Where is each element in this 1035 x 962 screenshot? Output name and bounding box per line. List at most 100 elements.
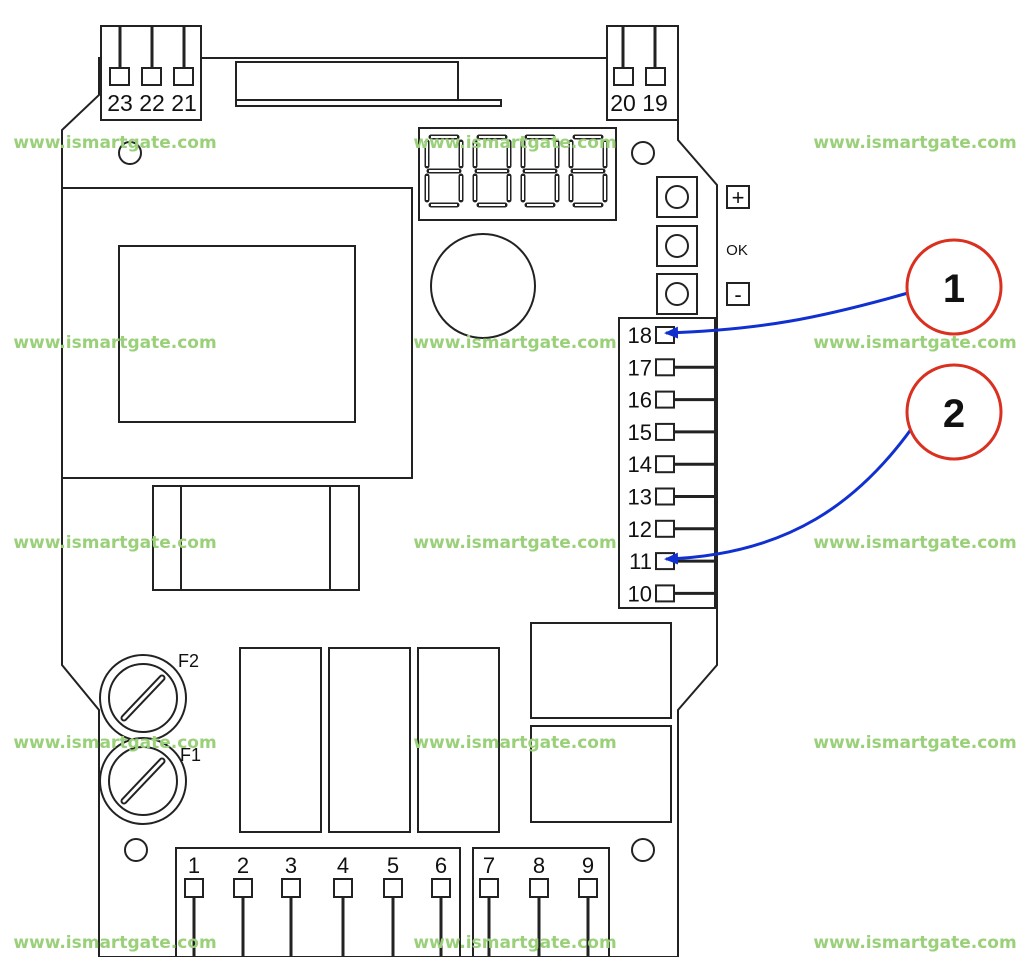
display-digit bbox=[472, 134, 512, 208]
watermark-text: www.ismartgate.com bbox=[813, 733, 1016, 753]
callout-circle-2 bbox=[905, 363, 1003, 461]
terminal-pad bbox=[655, 487, 675, 506]
bottom-terminal-label: 2 bbox=[237, 853, 249, 878]
fuse-f2 bbox=[99, 654, 187, 742]
callout-label-1: 1 bbox=[943, 267, 965, 311]
bottom-terminal-8: 8 bbox=[529, 853, 549, 957]
program-button-plus[interactable] bbox=[656, 176, 698, 218]
transformer-core bbox=[118, 245, 356, 423]
relay-small bbox=[530, 622, 672, 719]
minus-label: - bbox=[734, 282, 741, 307]
terminal-pad bbox=[479, 878, 499, 898]
side-terminal-12: 12 bbox=[628, 517, 716, 542]
display-digits bbox=[424, 134, 608, 208]
watermark-text: www.ismartgate.com bbox=[13, 333, 216, 353]
terminal-pad bbox=[655, 390, 675, 409]
ok-label: OK bbox=[726, 242, 748, 259]
terminal-pad bbox=[655, 584, 675, 603]
terminal-label-21: 21 bbox=[171, 90, 197, 116]
callout-label-2: 2 bbox=[943, 392, 965, 436]
watermark-text: www.ismartgate.com bbox=[813, 333, 1016, 353]
terminal-pad bbox=[184, 878, 204, 898]
side-terminal-15: 15 bbox=[628, 420, 716, 445]
connector-top-right-pins bbox=[613, 26, 666, 86]
plus-label: + bbox=[732, 185, 745, 210]
terminal-label-23: 23 bbox=[107, 90, 133, 116]
mounting-hole bbox=[631, 838, 655, 862]
side-terminal-label: 18 bbox=[628, 323, 652, 348]
relay bbox=[328, 647, 411, 833]
bottom-terminal-2: 2 bbox=[233, 853, 253, 957]
connector-top-left-pins bbox=[109, 26, 194, 86]
bottom-terminal-5: 5 bbox=[383, 853, 403, 957]
display-digit bbox=[424, 134, 464, 208]
watermark-text: www.ismartgate.com bbox=[813, 133, 1016, 153]
fuse-label-f1: F1 bbox=[180, 745, 201, 765]
watermark-text: www.ismartgate.com bbox=[13, 733, 216, 753]
terminal-pad bbox=[281, 878, 301, 898]
component-top-block bbox=[235, 61, 459, 101]
terminal-pad bbox=[655, 422, 675, 441]
bottom-terminal-label: 6 bbox=[435, 853, 447, 878]
bottom-terminal-9: 9 bbox=[578, 853, 598, 957]
display-digit bbox=[568, 134, 608, 208]
side-terminal-label: 10 bbox=[628, 581, 652, 606]
program-button-minus[interactable] bbox=[656, 273, 698, 315]
watermark-text: www.ismartgate.com bbox=[413, 333, 616, 353]
side-terminal-10: 10 bbox=[628, 581, 716, 606]
terminal-pad bbox=[233, 878, 253, 898]
bottom-terminal-label: 8 bbox=[533, 853, 545, 878]
transformer bbox=[61, 187, 413, 479]
side-terminal-label: 17 bbox=[628, 355, 652, 380]
bottom-terminal-7: 7 bbox=[479, 853, 499, 957]
watermark-text: www.ismartgate.com bbox=[413, 733, 616, 753]
terminal-pad bbox=[383, 878, 403, 898]
watermark-text: www.ismartgate.com bbox=[813, 533, 1016, 553]
callout-circle-1 bbox=[905, 238, 1003, 336]
side-terminal-label: 11 bbox=[629, 549, 652, 574]
side-terminal-17: 17 bbox=[628, 355, 716, 380]
side-terminal-label: 12 bbox=[628, 517, 652, 542]
terminal-pad bbox=[431, 878, 451, 898]
buzzer bbox=[430, 233, 536, 339]
fuse-label-f2: F2 bbox=[178, 651, 199, 671]
mounting-hole bbox=[631, 141, 655, 165]
callout-arrow-2 bbox=[664, 427, 914, 565]
bottom-terminal-4: 4 bbox=[333, 853, 353, 957]
display-digit bbox=[520, 134, 560, 208]
side-terminal-18: 18 bbox=[628, 323, 675, 348]
capacitor bbox=[152, 485, 360, 591]
terminal-label-22: 22 bbox=[139, 90, 165, 116]
terminal-pad bbox=[655, 455, 675, 474]
watermark-text: www.ismartgate.com bbox=[413, 133, 616, 153]
side-terminal-14: 14 bbox=[628, 452, 716, 477]
terminal-pad bbox=[529, 878, 549, 898]
bottom-terminal-label: 7 bbox=[483, 853, 495, 878]
watermark-text: www.ismartgate.com bbox=[13, 133, 216, 153]
bottom-terminal-label: 5 bbox=[387, 853, 399, 878]
watermark-text: www.ismartgate.com bbox=[13, 533, 216, 553]
terminal-pad bbox=[578, 878, 598, 898]
program-button-ok[interactable] bbox=[656, 225, 698, 267]
bottom-terminal-label: 4 bbox=[337, 853, 349, 878]
terminal-label-20: 20 bbox=[610, 90, 636, 116]
terminal-pad bbox=[333, 878, 353, 898]
watermark-text: www.ismartgate.com bbox=[13, 933, 216, 953]
bottom-terminal-6: 6 bbox=[431, 853, 451, 957]
relay bbox=[417, 647, 500, 833]
terminal-pad bbox=[655, 358, 675, 377]
fuse-f1 bbox=[99, 737, 187, 825]
mounting-hole bbox=[118, 141, 142, 165]
bottom-terminal-label: 9 bbox=[582, 853, 594, 878]
component-top-strip bbox=[235, 99, 502, 107]
terminal-label-19: 19 bbox=[642, 90, 668, 116]
watermark-text: www.ismartgate.com bbox=[413, 933, 616, 953]
side-terminal-label: 14 bbox=[628, 452, 652, 477]
side-terminal-label: 13 bbox=[628, 485, 652, 510]
side-terminal-16: 16 bbox=[628, 388, 716, 413]
side-terminal-label: 15 bbox=[628, 420, 652, 445]
side-terminal-11: 11 bbox=[629, 549, 716, 574]
